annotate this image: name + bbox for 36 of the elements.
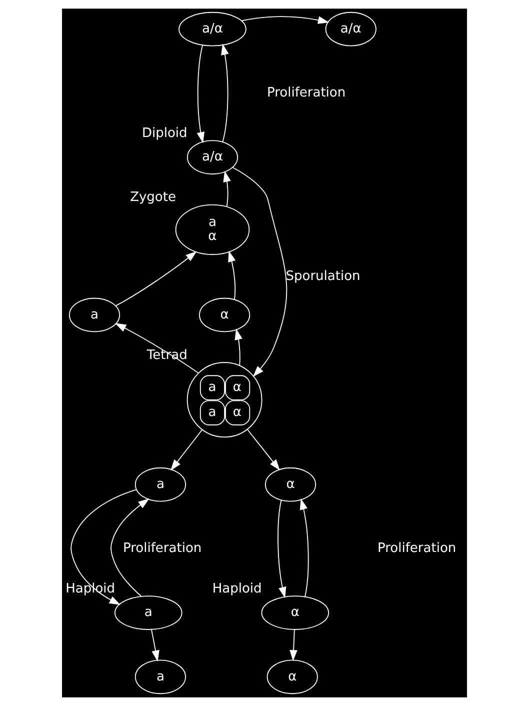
arrow <box>70 489 137 605</box>
node-ellipse: a <box>134 660 186 694</box>
arrow <box>170 430 202 471</box>
edge-label: Sporulation <box>286 268 360 284</box>
node-ellipse: α <box>264 467 316 502</box>
arrow <box>241 16 330 24</box>
arrow <box>290 629 298 662</box>
node-label: Diploid <box>142 126 188 142</box>
arrow <box>228 250 236 300</box>
arrow <box>300 498 309 598</box>
node-ellipse: α <box>266 660 318 694</box>
node-ellipse: a/α <box>178 12 246 46</box>
arrow <box>151 629 160 662</box>
arrow <box>223 170 231 207</box>
node-label: Zygote <box>130 190 176 206</box>
node-ellipse: α <box>261 596 330 630</box>
arrow <box>232 166 288 377</box>
node-ellipse: a <box>68 298 120 332</box>
label: Proliferation <box>266 86 346 101</box>
node-ellipse: α <box>199 298 250 332</box>
arrow <box>115 251 197 306</box>
arrow <box>234 328 242 366</box>
node-ellipse: a/α <box>186 140 238 174</box>
label: Proliferation <box>123 541 202 556</box>
arrow <box>114 323 199 374</box>
node-ellipse: a/α <box>325 12 376 46</box>
node-ellipse: a <box>134 467 186 502</box>
arrow <box>196 44 205 144</box>
label: Proliferation <box>378 541 456 556</box>
node-label: Haploid <box>212 582 262 597</box>
arrow <box>246 429 280 470</box>
node-ellipse: a <box>114 596 182 630</box>
arrow <box>221 44 229 142</box>
arrow <box>278 500 286 598</box>
node-ellipse: a α <box>175 204 250 255</box>
arrow <box>110 498 150 597</box>
